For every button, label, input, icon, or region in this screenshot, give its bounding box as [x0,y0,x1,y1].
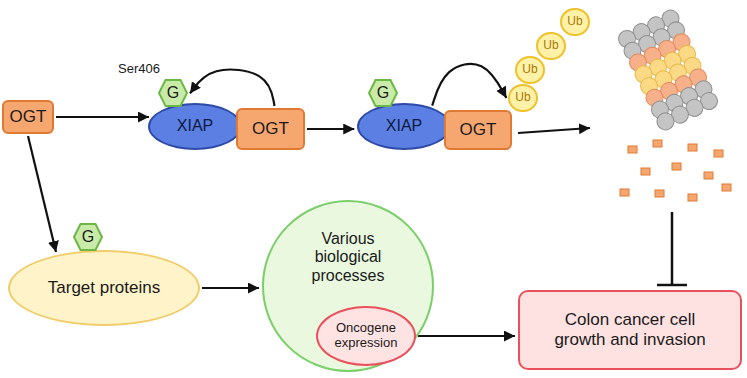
hexagon-shape [369,80,397,106]
arrow-connector [28,136,56,252]
proteasome [616,7,721,132]
glcnac-hexagon: G [368,79,398,107]
inhibition-line [671,212,674,285]
node-text: OGT [460,120,497,140]
process-circle: Various biological processesOncogene exp… [262,200,434,372]
node-text: Ub [567,15,582,29]
node-text: Colon cancer cell growth and invasion [545,310,715,349]
node-text: OGT [10,107,47,127]
site-label: Ser406 [118,62,160,77]
arrow-connector [432,64,506,106]
glcnac-hexagon: G [158,79,188,107]
fragment [672,163,681,170]
hexagon-shape [74,224,102,250]
node-text: Ub [522,63,537,77]
arrow-connector [56,116,149,118]
node-text: Oncogene expression [330,321,402,351]
enzyme-box: OGT [2,100,54,134]
inhibition-bar [657,284,687,287]
enzyme-box: OGT [236,108,305,150]
hexagon-shape [159,80,187,106]
fragment [704,172,713,179]
ubiquitin-circle: Ub [508,84,537,112]
peptide-fragments [620,140,731,201]
arrow-connector [202,287,259,289]
fragment [688,144,697,151]
node-text: Various biological processes [292,230,404,285]
fragment [620,189,629,196]
protein-ellipse: XIAP [357,103,451,150]
ubiquitin-circle: Ub [536,32,565,60]
glcnac-hexagon: G [73,223,103,251]
node-text: Ub [515,91,530,105]
ubiquitin-circle: Ub [560,8,589,36]
arrow-connector [307,128,354,130]
node-text: XIAP [177,117,213,135]
ubiquitin-circle: Ub [515,56,544,84]
proteasome-cap [654,110,677,133]
oncogene-ellipse: Oncogene expression [316,306,416,366]
arrow-connector [190,70,275,106]
fragment [628,146,637,153]
fragment [688,194,697,201]
node-text: G [377,84,389,102]
fragment [641,168,650,175]
node-text: G [82,228,94,246]
fragment [653,140,662,147]
target-ellipse: Target proteins [8,250,200,326]
node-text: G [167,84,179,102]
node-text: Target proteins [48,278,160,298]
node-text: Ub [543,39,558,53]
degradation-arrow [518,128,590,133]
outcome-box: Colon cancer cell growth and invasion [518,290,742,370]
enzyme-box: OGT [444,110,512,150]
arrow-connector [418,335,515,337]
protein-ellipse: XIAP [148,103,242,150]
fragment [722,184,731,191]
fragment [714,150,723,157]
node-text: OGT [252,119,289,139]
fragment [655,190,664,197]
node-text: XIAP [386,117,422,135]
